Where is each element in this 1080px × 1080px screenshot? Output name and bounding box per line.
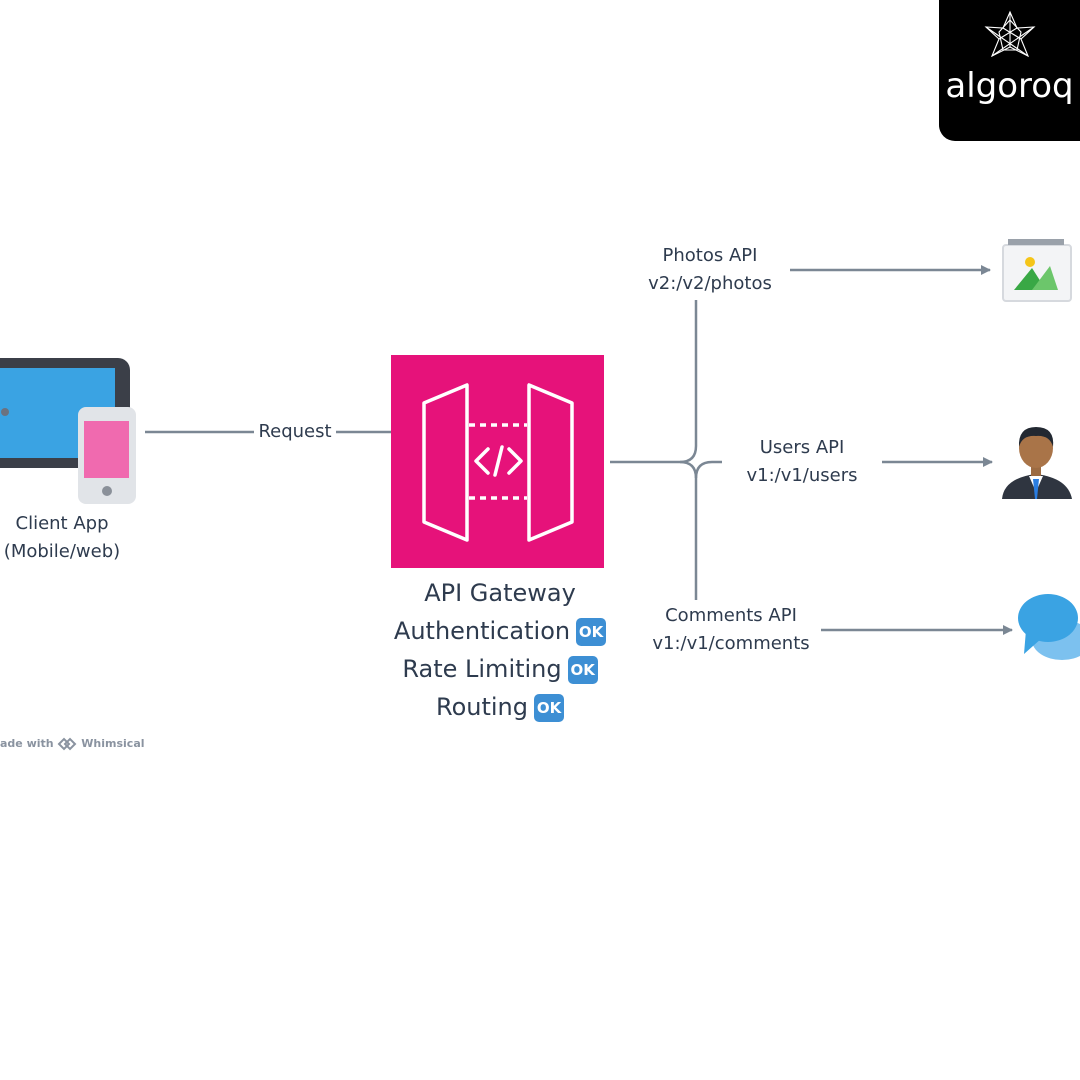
chat-icon: [1018, 594, 1080, 660]
comments-api-label: Comments API v1:/v1/comments: [641, 602, 821, 658]
api-gateway-icon: [391, 355, 604, 568]
watermark-name: Whimsical: [81, 737, 145, 750]
client-app-name: Client App: [15, 513, 109, 534]
ok-badge: OK: [567, 656, 598, 684]
algoroq-logo: algoroq: [939, 0, 1080, 141]
photos-api-label: Photos API v2:/v2/photos: [630, 242, 790, 298]
request-label: Request: [254, 418, 336, 446]
brand-name: algoroq: [945, 66, 1074, 106]
gateway-title: API Gateway: [424, 579, 576, 607]
comments-api-route: v1:/v1/comments: [652, 633, 810, 654]
users-api-name: Users API: [759, 437, 845, 458]
photos-api-route: v2:/v2/photos: [648, 273, 772, 294]
whimsical-watermark: ade with Whimsical: [0, 737, 145, 751]
client-device-icon: [0, 358, 136, 504]
photo-icon: [1002, 239, 1072, 302]
user-icon: [1002, 427, 1072, 499]
users-api-route: v1:/v1/users: [746, 465, 858, 486]
client-app-label: Client App (Mobile/web): [0, 510, 132, 566]
photos-api-name: Photos API: [662, 245, 758, 266]
ok-badge: OK: [534, 694, 564, 722]
star-logo-icon: [984, 10, 1036, 58]
watermark-prefix: ade with: [0, 737, 54, 750]
whimsical-logo-icon: [58, 737, 77, 751]
users-api-label: Users API v1:/v1/users: [722, 434, 882, 490]
comments-api-name: Comments API: [665, 605, 797, 626]
client-app-type: (Mobile/web): [3, 541, 121, 562]
routing-connectors: [610, 300, 745, 600]
ok-badge: OK: [576, 618, 607, 646]
